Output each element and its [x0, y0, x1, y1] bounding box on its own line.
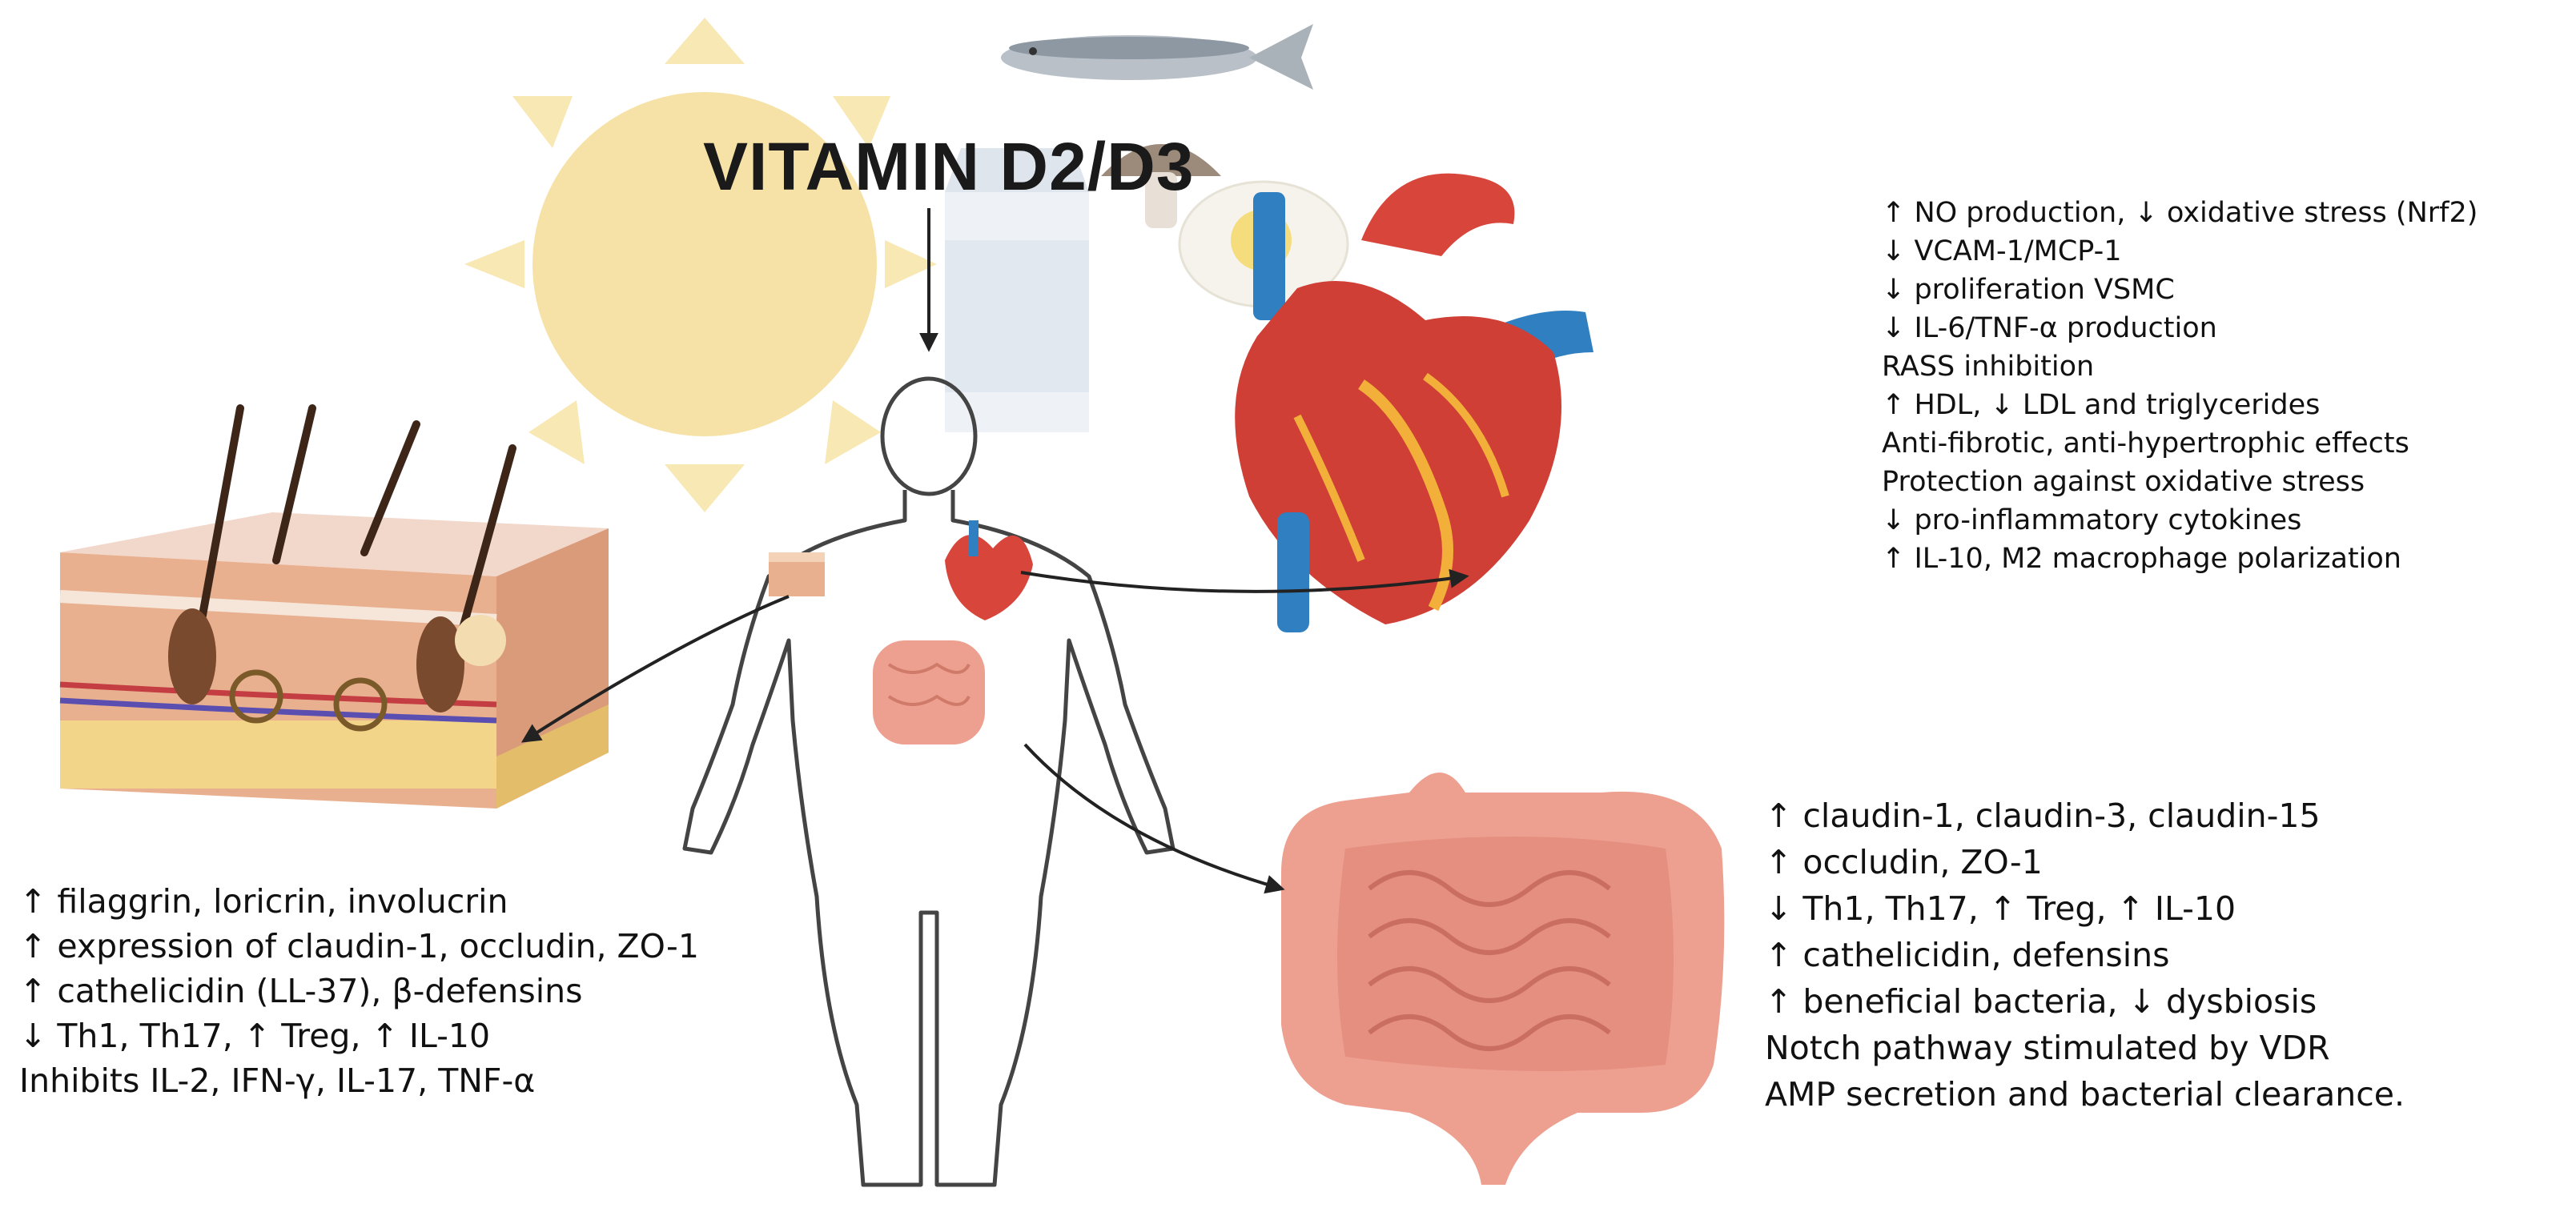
- gut-effect-item: Notch pathway stimulated by VDR: [1765, 1029, 2330, 1067]
- vitamin-title: VITAMIN D2/D3: [703, 129, 1195, 204]
- intestine-mini-icon: [873, 640, 985, 744]
- skin-effects-list: ↑ filaggrin, loricrin, involucrin ↑ expr…: [19, 879, 699, 1103]
- heart-effect-item: Anti-fibrotic, anti-hypertrophic effects: [1882, 427, 2409, 460]
- skin-effect-item: Inhibits IL-2, IFN-γ, IL-17, TNF-α: [19, 1062, 536, 1100]
- heart-mini-icon: [945, 520, 1033, 620]
- arrow-body-to-gut: [1023, 743, 1285, 894]
- milk-carton-icon: [945, 148, 1089, 432]
- sun-icon: [464, 18, 937, 512]
- fish-icon: [1001, 24, 1313, 90]
- heart-effect-item: ↓ proliferation VSMC: [1882, 274, 2175, 306]
- gut-effect-item: ↑ beneficial bacteria, ↓ dysbiosis: [1765, 982, 2317, 1021]
- skin-effect-item: ↓ Th1, Th17, ↑ Treg, ↑ IL-10: [19, 1017, 491, 1055]
- heart-effect-item: ↑ IL-10, M2 macrophage polarization: [1882, 543, 2401, 575]
- gut-effect-item: AMP secretion and bacterial clearance.: [1765, 1075, 2405, 1114]
- arrow-body-to-skin: [520, 595, 790, 743]
- gut-effects-list: ↑ claudin-1, claudin-3, claudin-15 ↑ occ…: [1765, 793, 2405, 1118]
- skin-mini-icon: [769, 552, 825, 596]
- skin-effect-item: ↑ cathelicidin (LL-37), β-defensins: [19, 972, 583, 1010]
- skin-section-icon: [59, 404, 609, 809]
- heart-effect-item: ↑ HDL, ↓ LDL and triglycerides: [1882, 389, 2321, 421]
- mushroom-icon: [1101, 144, 1221, 228]
- gut-effect-item: ↓ Th1, Th17, ↑ Treg, ↑ IL-10: [1765, 889, 2236, 928]
- skin-effect-item: ↑ filaggrin, loricrin, involucrin: [19, 882, 508, 921]
- heart-icon: [1235, 173, 1593, 632]
- gut-effect-item: ↑ claudin-1, claudin-3, claudin-15: [1765, 797, 2321, 835]
- heart-effect-item: ↓ pro-inflammatory cytokines: [1882, 504, 2302, 536]
- heart-effect-item: RASS inhibition: [1882, 351, 2095, 383]
- intestine-icon: [1281, 773, 1725, 1185]
- heart-effect-item: ↑ NO production, ↓ oxidative stress (Nrf…: [1882, 197, 2478, 229]
- connector-arrows: [520, 208, 1469, 894]
- gut-effect-item: ↑ cathelicidin, defensins: [1765, 936, 2170, 974]
- heart-effects-list: ↑ NO production, ↓ oxidative stress (Nrf…: [1882, 194, 2478, 578]
- heart-effect-item: Protection against oxidative stress: [1882, 466, 2365, 498]
- skin-effect-item: ↑ expression of claudin-1, occludin, ZO-…: [19, 927, 699, 965]
- human-body-icon: [682, 376, 1175, 1187]
- heart-effect-item: ↓ VCAM-1/MCP-1: [1882, 235, 2122, 267]
- heart-effect-item: ↓ IL-6/TNF-α production: [1882, 312, 2217, 344]
- arrow-body-to-heart: [1020, 568, 1469, 593]
- gut-effect-item: ↑ occludin, ZO-1: [1765, 843, 2043, 881]
